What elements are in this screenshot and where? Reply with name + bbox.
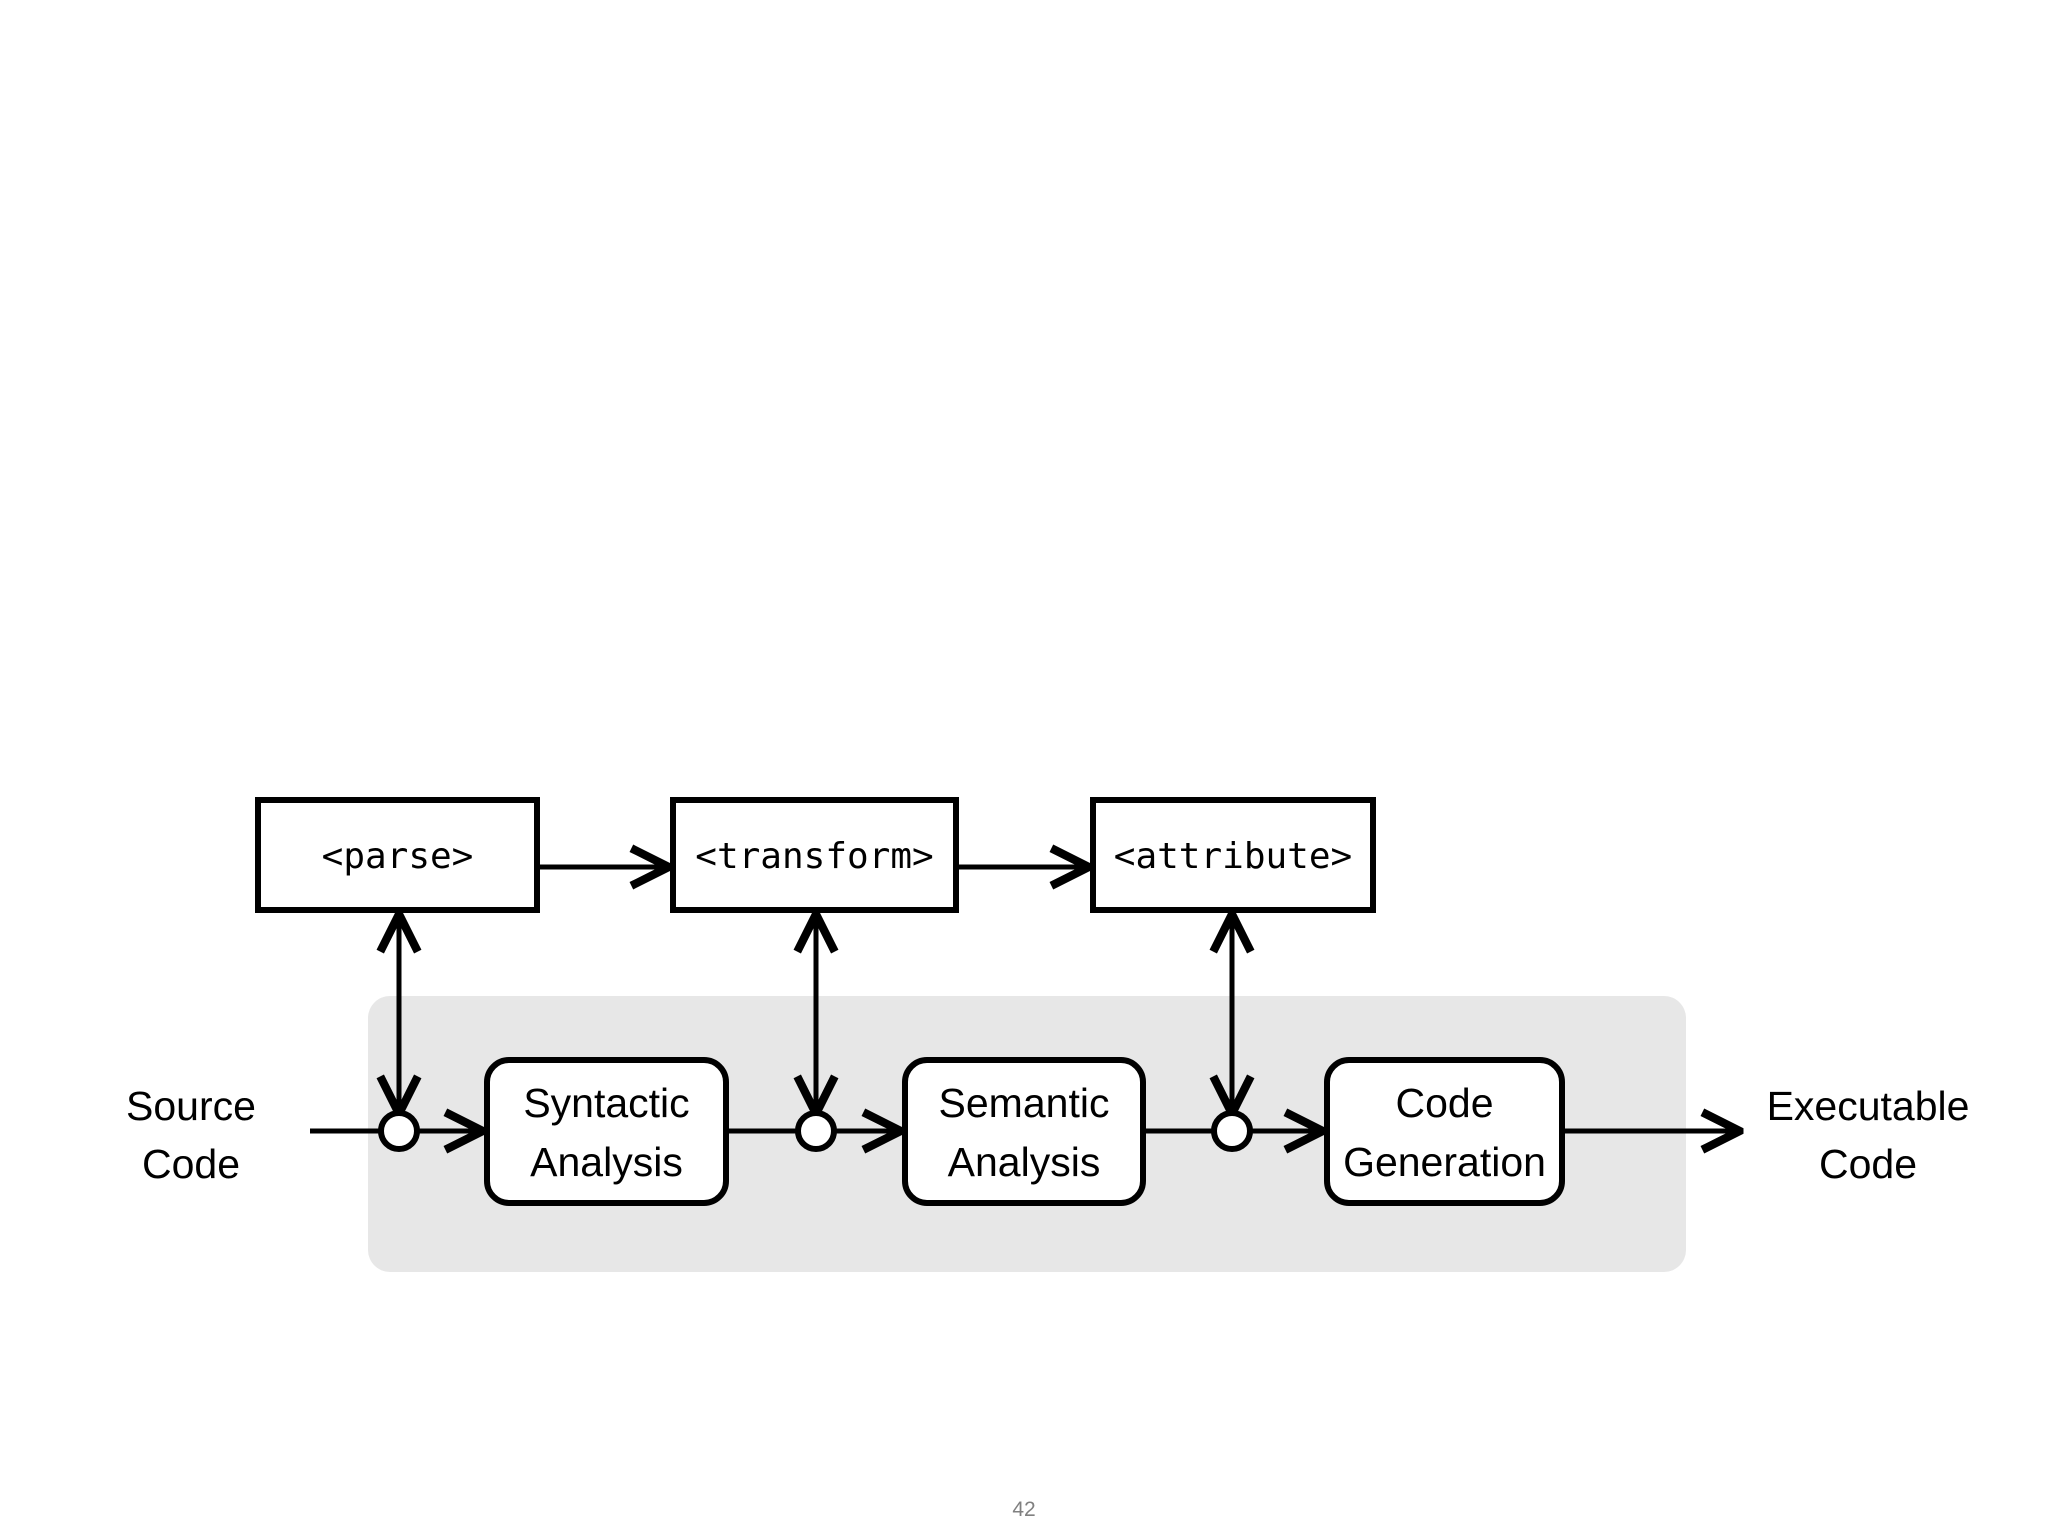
stage-box-code-generation[interactable]: Code Generation — [1324, 1057, 1565, 1206]
hook-box-parse[interactable]: <parse> — [255, 797, 540, 913]
output-label-line2: Code — [1819, 1141, 1917, 1187]
stage-box-syntactic-analysis[interactable]: Syntactic Analysis — [484, 1057, 729, 1206]
junction-2[interactable] — [795, 1110, 837, 1152]
output-label-line1: Executable — [1767, 1083, 1970, 1129]
junction-1[interactable] — [378, 1110, 420, 1152]
junction-3[interactable] — [1211, 1110, 1253, 1152]
hook-box-attribute[interactable]: <attribute> — [1090, 797, 1376, 913]
stage-box-semantic-analysis-line1: Semantic — [939, 1080, 1110, 1126]
hook-box-transform-label: <transform> — [695, 836, 933, 877]
stage-box-syntactic-analysis-line1: Syntactic — [523, 1080, 689, 1126]
stage-box-semantic-analysis[interactable]: Semantic Analysis — [902, 1057, 1146, 1206]
output-label-executable-code: Executable Code — [1767, 1083, 1970, 1187]
hook-box-parse-label: <parse> — [322, 836, 474, 877]
stage-box-code-generation-line2: Generation — [1343, 1139, 1546, 1185]
stage-box-code-generation-line1: Code — [1395, 1080, 1493, 1126]
input-label-line1: Source — [126, 1083, 256, 1129]
input-label-source-code: Source Code — [126, 1083, 256, 1187]
stage-box-syntactic-analysis-line2: Analysis — [530, 1139, 683, 1185]
page-number: 42 — [1012, 1498, 1035, 1521]
input-label-line2: Code — [142, 1141, 240, 1187]
stage-box-semantic-analysis-line2: Analysis — [948, 1139, 1101, 1185]
hook-box-attribute-label: <attribute> — [1114, 836, 1352, 877]
hook-box-transform[interactable]: <transform> — [670, 797, 959, 913]
